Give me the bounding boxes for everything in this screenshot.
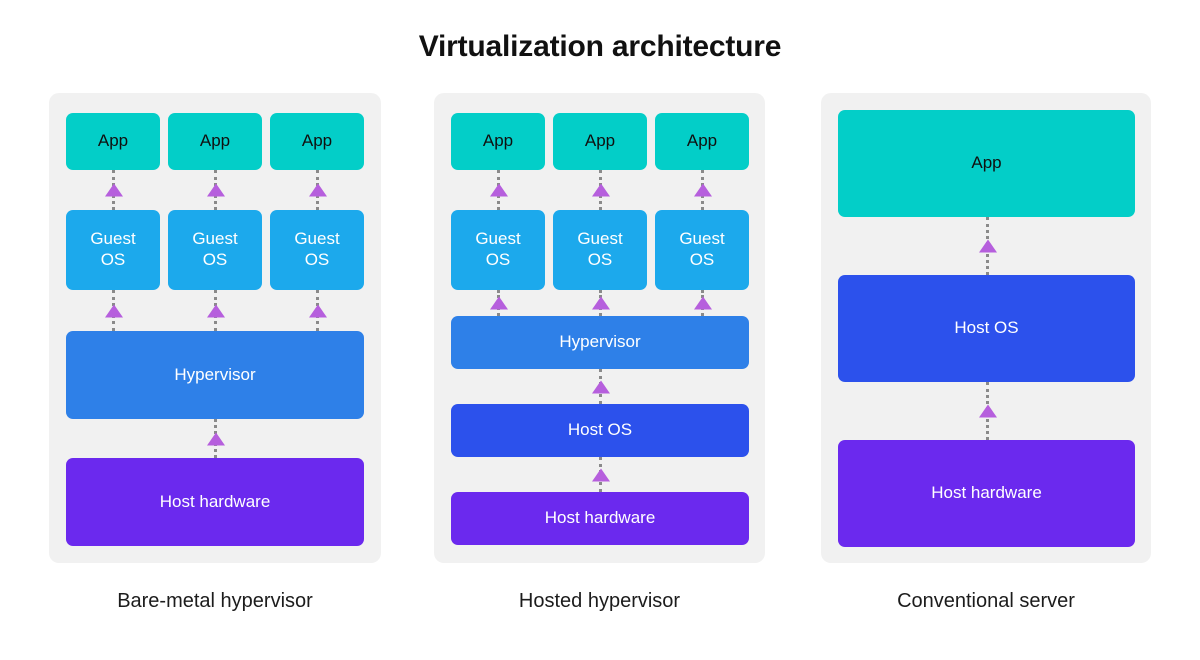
arrow-up-icon — [308, 304, 327, 317]
layer-box-app: App — [270, 113, 364, 170]
arrow-up-icon — [978, 239, 997, 253]
connector-arrow-up — [978, 217, 997, 275]
connector-arrow-up — [206, 170, 225, 210]
arrow-up-icon — [978, 404, 997, 418]
arrow-up-icon — [693, 296, 712, 310]
arrow-up-icon — [104, 304, 123, 317]
arrow-up-icon — [489, 183, 508, 197]
layer-box-guest: Guest OS — [451, 210, 545, 290]
layer-box-hardware: Host hardware — [66, 458, 364, 546]
connector-arrow-up — [206, 419, 225, 458]
connector-arrow-up — [693, 170, 712, 210]
connector-arrow-up — [308, 170, 327, 210]
connector-arrow-up — [591, 170, 610, 210]
layer-box-app: App — [168, 113, 262, 170]
arrow-up-icon — [308, 183, 327, 197]
layer-box-guest: Guest OS — [270, 210, 364, 290]
connector-arrow-up — [591, 369, 610, 404]
layer-box-hardware: Host hardware — [838, 440, 1135, 547]
layer-box-hardware: Host hardware — [451, 492, 749, 545]
layer-box-guest: Guest OS — [655, 210, 749, 290]
arrow-up-icon — [591, 468, 610, 481]
layer-box-guest: Guest OS — [168, 210, 262, 290]
arrow-up-icon — [591, 380, 610, 393]
connector-arrow-up — [308, 290, 327, 331]
connector-arrow-up — [489, 290, 508, 316]
layer-box-hostos: Host OS — [451, 404, 749, 457]
layer-box-app: App — [838, 110, 1135, 217]
page-title: Virtualization architecture — [418, 30, 782, 63]
caption-conventional-server: Conventional server — [897, 590, 1075, 612]
arrow-up-icon — [489, 296, 508, 310]
arrow-up-icon — [206, 304, 225, 317]
layer-box-hyper: Hypervisor — [66, 331, 364, 419]
connector-arrow-up — [591, 457, 610, 492]
connector-arrow-up — [693, 290, 712, 316]
connector-arrow-up — [978, 382, 997, 440]
caption-hosted-hypervisor: Hosted hypervisor — [518, 590, 681, 612]
connector-arrow-up — [591, 290, 610, 316]
caption-bare-metal-hypervisor: Bare-metal hypervisor — [117, 590, 313, 612]
connector-arrow-up — [104, 290, 123, 331]
connector-arrow-up — [489, 170, 508, 210]
connector-arrow-up — [206, 290, 225, 331]
arrow-up-icon — [591, 296, 610, 310]
arrow-up-icon — [591, 183, 610, 197]
layer-box-guest: Guest OS — [553, 210, 647, 290]
arrow-up-icon — [206, 432, 225, 445]
arrow-up-icon — [104, 183, 123, 197]
layer-box-app: App — [66, 113, 160, 170]
arrow-up-icon — [693, 183, 712, 197]
layer-box-hostos: Host OS — [838, 275, 1135, 382]
layer-box-app: App — [553, 113, 647, 170]
arrow-up-icon — [206, 183, 225, 197]
connector-arrow-up — [104, 170, 123, 210]
layer-box-app: App — [451, 113, 545, 170]
layer-box-hyper: Hypervisor — [451, 316, 749, 369]
layer-box-app: App — [655, 113, 749, 170]
layer-box-guest: Guest OS — [66, 210, 160, 290]
